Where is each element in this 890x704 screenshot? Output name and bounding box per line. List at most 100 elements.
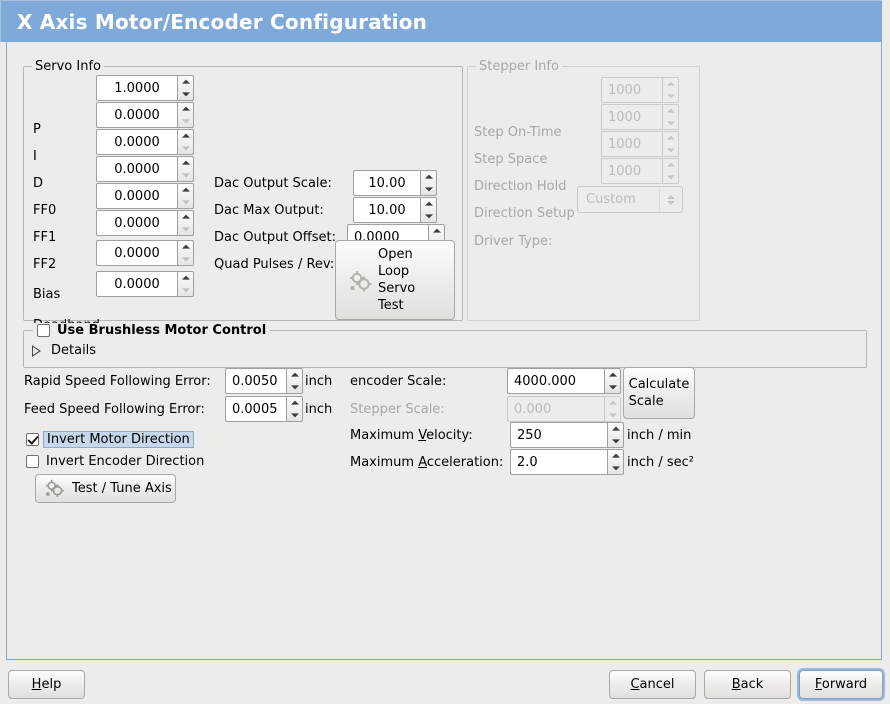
spin-deadband[interactable]: 0.0000	[96, 271, 194, 297]
spin-encoder-scale-down[interactable]	[605, 381, 620, 393]
label-dac-max-output: Dac Max Output:	[214, 203, 324, 218]
checkbox-box[interactable]	[26, 455, 39, 468]
spin-ff2-up[interactable]	[178, 211, 193, 223]
spin-direction-setup-value: 1000	[601, 158, 662, 184]
spin-feed-following-error-buttons[interactable]	[286, 396, 303, 422]
spin-feed-following-error-up[interactable]	[287, 397, 302, 409]
invert-motor-direction-checkbox[interactable]: Invert Motor Direction	[26, 431, 194, 448]
label-ff0: FF0	[33, 203, 57, 218]
spin-feed-following-error[interactable]: 0.0005	[225, 396, 303, 422]
use-brushless-motor-control-checkbox[interactable]: Use Brushless Motor Control	[33, 323, 271, 338]
spin-feed-following-error-down[interactable]	[287, 409, 302, 421]
spin-bias-buttons[interactable]	[177, 240, 194, 266]
spin-maximum-velocity-down[interactable]	[608, 435, 623, 447]
spin-rapid-following-error-value[interactable]: 0.0050	[225, 368, 286, 394]
spin-dac-output-scale-down[interactable]	[421, 183, 436, 195]
forward-button[interactable]: Forward	[799, 670, 883, 699]
spin-i-up[interactable]	[178, 103, 193, 115]
spin-rapid-following-error[interactable]: 0.0050	[225, 368, 303, 394]
spin-deadband-value[interactable]: 0.0000	[96, 271, 177, 297]
chevron-right-icon[interactable]	[32, 344, 41, 357]
spin-maximum-velocity-up[interactable]	[608, 423, 623, 435]
spin-i-buttons[interactable]	[177, 102, 194, 128]
spin-ff1-up[interactable]	[178, 184, 193, 196]
spin-dac-output-scale-value[interactable]: 10.00	[353, 170, 420, 196]
cancel-button[interactable]: Cancel	[609, 670, 696, 699]
details-expander[interactable]: Details	[32, 343, 96, 358]
page-content: Servo Info P I D FF0 FF1 FF2 Bias Deadba…	[6, 42, 882, 660]
spin-ff2-buttons[interactable]	[177, 210, 194, 236]
spin-deadband-up[interactable]	[178, 272, 193, 284]
spin-d-down[interactable]	[178, 142, 193, 154]
spin-d-value[interactable]: 0.0000	[96, 129, 177, 155]
spin-ff2[interactable]: 0.0000	[96, 210, 194, 236]
spin-i[interactable]: 0.0000	[96, 102, 194, 128]
spin-direction-setup: 1000	[601, 158, 679, 184]
spin-dac-output-scale[interactable]: 10.00	[353, 170, 437, 196]
spin-d-up[interactable]	[178, 130, 193, 142]
spin-encoder-scale-value[interactable]: 4000.000	[507, 368, 604, 394]
spin-dac-output-scale-up[interactable]	[421, 171, 436, 183]
spin-encoder-scale-buttons[interactable]	[604, 368, 621, 394]
spin-ff0-buttons[interactable]	[177, 156, 194, 182]
spin-ff2-down[interactable]	[178, 223, 193, 235]
spin-maximum-velocity[interactable]: 250	[510, 422, 624, 448]
spin-ff1-down[interactable]	[178, 196, 193, 208]
spin-bias-up[interactable]	[178, 241, 193, 253]
back-button[interactable]: Back	[704, 670, 791, 699]
checkbox-box[interactable]	[26, 433, 39, 446]
spin-feed-following-error-value[interactable]: 0.0005	[225, 396, 286, 422]
spin-ff0-up[interactable]	[178, 157, 193, 169]
spin-i-down[interactable]	[178, 115, 193, 127]
spin-maximum-acceleration-buttons[interactable]	[607, 449, 624, 475]
checkbox-box[interactable]	[37, 324, 50, 337]
invert-encoder-direction-checkbox[interactable]: Invert Encoder Direction	[26, 454, 204, 469]
spin-d[interactable]: 0.0000	[96, 129, 194, 155]
spin-rapid-following-error-down[interactable]	[287, 381, 302, 393]
spin-deadband-down[interactable]	[178, 284, 193, 296]
spin-bias-down[interactable]	[178, 253, 193, 265]
spin-ff1-value[interactable]: 0.0000	[96, 183, 177, 209]
help-button[interactable]: Help	[8, 670, 85, 699]
calculate-scale-button[interactable]: Calculate Scale	[623, 367, 695, 419]
spin-rapid-following-error-buttons[interactable]	[286, 368, 303, 394]
label-rapid-following-error: Rapid Speed Following Error:	[24, 374, 211, 389]
spin-ff0-down[interactable]	[178, 169, 193, 181]
spin-maximum-acceleration-up[interactable]	[608, 450, 623, 462]
open-loop-servo-test-button[interactable]: Open Loop Servo Test	[335, 240, 455, 320]
cancel-label: Cancel	[630, 677, 675, 692]
spin-ff1-buttons[interactable]	[177, 183, 194, 209]
spin-dac-max-output-down[interactable]	[421, 210, 436, 222]
spin-dac-max-output-value[interactable]: 10.00	[353, 197, 420, 223]
spin-maximum-acceleration-value[interactable]: 2.0	[510, 449, 607, 475]
spin-p-up[interactable]	[178, 76, 193, 88]
spin-dac-max-output-up[interactable]	[421, 198, 436, 210]
spin-dac-max-output[interactable]: 10.00	[353, 197, 437, 223]
spin-ff1[interactable]: 0.0000	[96, 183, 194, 209]
spin-ff2-value[interactable]: 0.0000	[96, 210, 177, 236]
spin-dac-output-scale-buttons[interactable]	[420, 170, 437, 196]
calculate-scale-line-1: Calculate	[628, 377, 690, 392]
spin-deadband-buttons[interactable]	[177, 271, 194, 297]
spin-p[interactable]: 1.0000	[96, 75, 194, 101]
spin-maximum-velocity-value[interactable]: 250	[510, 422, 607, 448]
spin-d-buttons[interactable]	[177, 129, 194, 155]
spin-p-value[interactable]: 1.0000	[96, 75, 177, 101]
spin-maximum-velocity-buttons[interactable]	[607, 422, 624, 448]
spin-dac-output-offset-up[interactable]	[429, 225, 444, 237]
spin-ff0[interactable]: 0.0000	[96, 156, 194, 182]
spin-rapid-following-error-up[interactable]	[287, 369, 302, 381]
spin-p-buttons[interactable]	[177, 75, 194, 101]
open-loop-line-2: Loop	[378, 264, 410, 279]
spin-bias[interactable]: 0.0000	[96, 240, 194, 266]
spin-i-value[interactable]: 0.0000	[96, 102, 177, 128]
spin-bias-value[interactable]: 0.0000	[96, 240, 177, 266]
spin-encoder-scale-up[interactable]	[605, 369, 620, 381]
test-tune-axis-button[interactable]: Test / Tune Axis	[35, 474, 176, 503]
spin-encoder-scale[interactable]: 4000.000	[507, 368, 621, 394]
spin-p-down[interactable]	[178, 88, 193, 100]
spin-maximum-acceleration-down[interactable]	[608, 462, 623, 474]
spin-ff0-value[interactable]: 0.0000	[96, 156, 177, 182]
spin-maximum-acceleration[interactable]: 2.0	[510, 449, 624, 475]
spin-dac-max-output-buttons[interactable]	[420, 197, 437, 223]
